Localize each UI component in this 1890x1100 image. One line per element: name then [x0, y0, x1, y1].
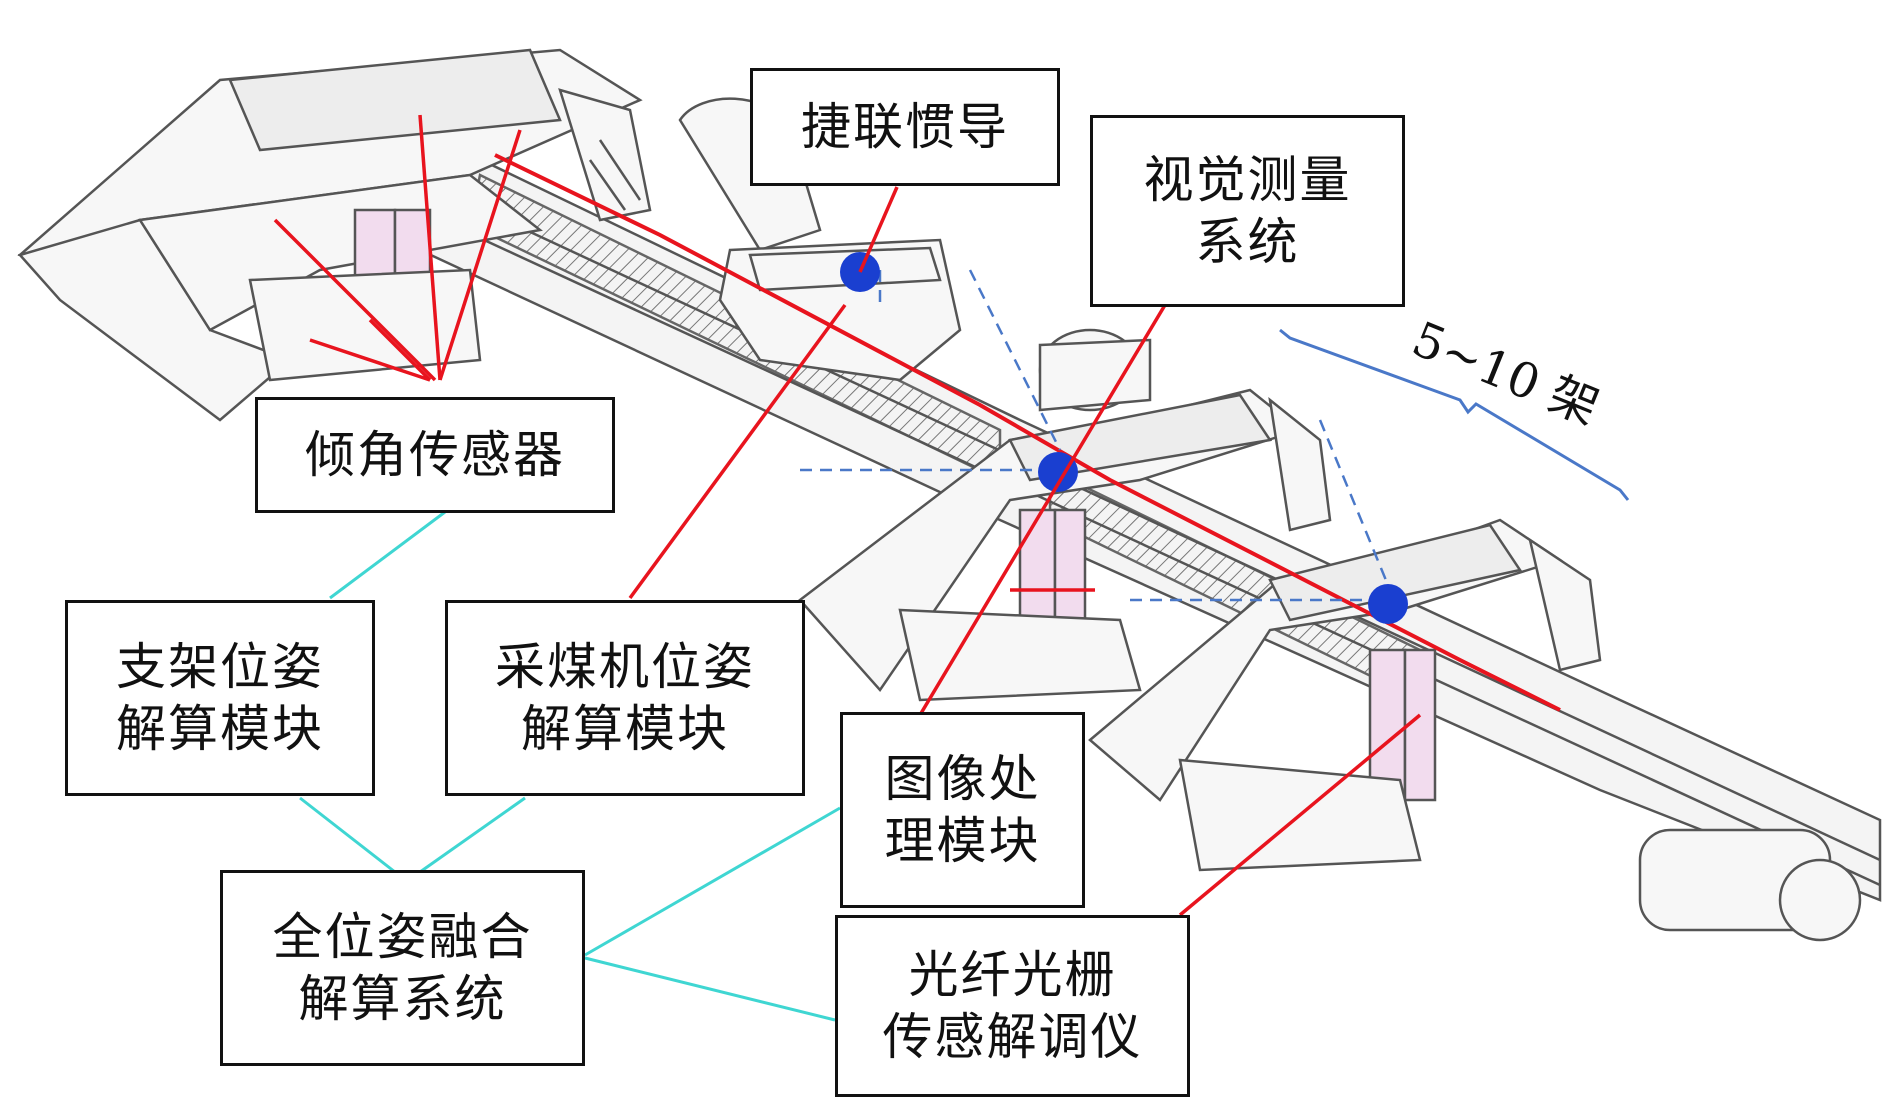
red-leader-lines	[273, 114, 1422, 917]
vision-system-label: 视觉测量 系统	[1090, 115, 1405, 307]
support-1-drawing	[17, 48, 652, 422]
fbg-demodulator-text-2: 传感解调仪	[882, 1008, 1143, 1066]
support-pose-module-label: 支架位姿 解算模块	[65, 600, 375, 796]
inertial-nav-label: 捷联惯导	[750, 68, 1060, 186]
fusion-system-text-1: 全位姿融合	[272, 907, 533, 966]
cyan-connectors	[299, 510, 841, 1022]
support-2-drawing	[798, 388, 1332, 702]
fusion-system-label: 全位姿融合 解算系统	[220, 870, 585, 1066]
vision-system-text-2: 系统	[1195, 213, 1300, 271]
camera-marker-1	[1038, 452, 1078, 492]
fbg-demodulator-label: 光纤光栅 传感解调仪	[835, 915, 1190, 1097]
vision-sight-lines	[800, 269, 1392, 602]
image-processing-text-1: 图像处	[884, 749, 1041, 808]
image-processing-text-2: 理模块	[884, 812, 1041, 870]
tilt-sensor-label: 倾角传感器	[255, 397, 615, 513]
fusion-system-text-2: 解算系统	[298, 970, 507, 1028]
shearer-pose-text-1: 采煤机位姿	[495, 637, 755, 696]
vision-system-text-1: 视觉测量	[1143, 150, 1352, 209]
image-processing-module-label: 图像处 理模块	[840, 712, 1085, 908]
shearer-pose-text-2: 解算模块	[521, 700, 729, 758]
shearer-pose-module-label: 采煤机位姿 解算模块	[445, 600, 805, 796]
camera-marker-2	[1368, 584, 1408, 624]
support-pose-text-2: 解算模块	[116, 700, 324, 758]
fbg-demodulator-text-1: 光纤光栅	[908, 945, 1117, 1004]
optical-fiber-cable	[494, 153, 1561, 712]
inertial-nav-text: 捷联惯导	[801, 97, 1009, 156]
frame-count-brace	[1279, 328, 1630, 501]
tilt-sensor-text: 倾角传感器	[305, 425, 565, 484]
support-pose-text-1: 支架位姿	[116, 637, 324, 696]
